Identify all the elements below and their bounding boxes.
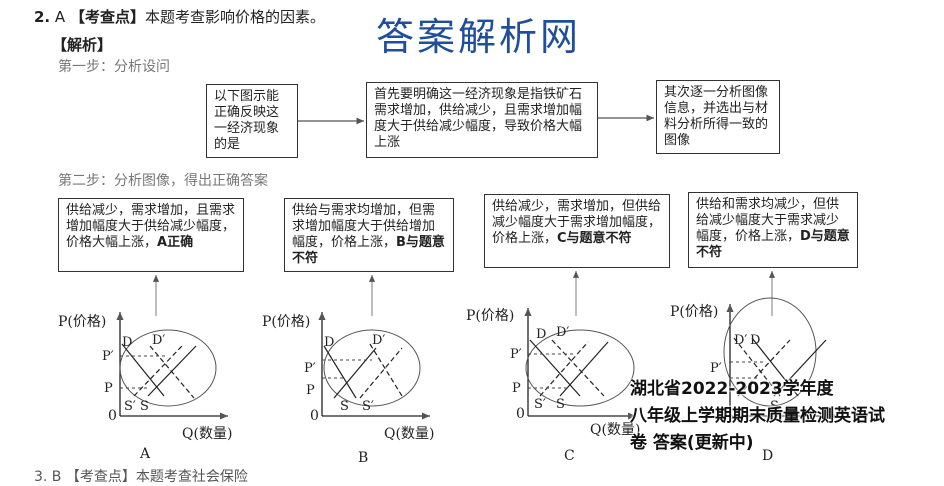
step1-label: 第一步：分析设问 (58, 59, 170, 75)
graph-b-label-d: D (324, 335, 334, 350)
graph-a-label-d-prime: D′ (152, 333, 165, 348)
graph-a-name: A (139, 446, 151, 462)
graph-d-label-p-prime: P′ (710, 361, 722, 376)
step2-label: 第二步：分析图像，得出正确答案 (58, 173, 268, 189)
graph-d: P(价格) 0 D′ D P′ S D (670, 297, 838, 464)
step2-box-c-verdict: C与题意不符 (557, 231, 632, 246)
graph-b-yaxis: P(价格) (262, 314, 310, 330)
overlay-line-3: 卷 答案(更新中) (630, 433, 754, 453)
header-text: 本题考查影响价格的因素。 (144, 8, 325, 26)
step1-box-1: 以下图示能正确反映这一经济现象的是 (206, 84, 298, 158)
graph-d-origin: 0 (718, 406, 727, 422)
step2-box-a: 供给减少，需求增加，且需求增加幅度大于供给减少幅度，价格大幅上涨，A正确 (58, 198, 244, 272)
step1-box-2: 首先要明确这一经济现象是指铁矿石需求增加，供给减少，且需求增加幅度大于供给减少幅… (366, 82, 598, 158)
graph-c-xaxis: Q(数量) (590, 422, 640, 438)
step2-box-d-text: 供给和需求均减少，但供给减少幅度大于需求减少幅度，价格上涨， (696, 197, 840, 244)
graph-d-label-d-prime: D′ (734, 333, 747, 348)
graph-a-label-p: P (104, 381, 113, 396)
watermark: 答案解析网 (376, 15, 582, 59)
graph-c-label-s-prime: S′ (534, 397, 546, 412)
graph-b-name: B (358, 450, 368, 466)
step2-box-b-text: 供给与需求均增加，但需求增加幅度大于供给增加幅度，价格上涨， (292, 203, 436, 250)
analysis-label: 【解析】 (52, 36, 113, 54)
step2-box-b: 供给与需求均增加，但需求增加幅度大于供给增加幅度，价格上涨，B与题意不符 (284, 198, 454, 272)
graph-a-yaxis: P(价格) (58, 314, 106, 330)
overlay-line-1: 湖北省2022-2023学年度 (630, 379, 834, 399)
step2-box-d-verdict: D与题意不符 (696, 229, 850, 260)
step2-box-d: 供给和需求均减少，但供给减少幅度大于需求减少幅度，价格上涨，D与题意不符 (688, 192, 858, 268)
graph-d-label-s: S (770, 399, 779, 414)
graph-d-yaxis: P(价格) (670, 304, 718, 320)
graph-b-label-s-prime: S′ (362, 399, 374, 414)
graph-c: P(价格) Q(数量) 0 D D′ P′ P S′ S C (466, 308, 640, 464)
tag-label: 【考查点】 (69, 8, 145, 26)
graph-b-label-s: S (340, 399, 349, 414)
graph-c-yaxis: P(价格) (466, 308, 514, 324)
graph-c-label-p-prime: P′ (510, 347, 522, 362)
graph-c-origin: 0 (516, 406, 525, 422)
question-answer: A (54, 8, 66, 26)
step2-box-a-text: 供给减少，需求增加，且需求增加幅度大于供给减少幅度，价格大幅上涨， (66, 203, 236, 250)
graph-d-name: D (762, 448, 773, 464)
graph-d-label-d: D (750, 333, 760, 348)
step2-box-a-verdict: A正确 (157, 235, 194, 250)
graph-b-label-p-prime: P′ (304, 361, 316, 376)
graph-b-origin: 0 (310, 408, 319, 424)
graph-a: P(价格) Q(数量) 0 D D′ P′ P S′ S A (58, 312, 232, 462)
graph-b-label-d-prime: D′ (372, 333, 385, 348)
graph-c-name: C (564, 448, 575, 464)
step2-box-b-verdict: B与题意不符 (292, 235, 445, 266)
graph-b-label-p: P (306, 383, 315, 398)
question-header: 2. A 【考查点】本题考查影响价格的因素。 (34, 6, 325, 27)
step2-box-c-text: 供给减少，需求增加，但供给减少幅度大于需求增加幅度，价格上涨， (492, 199, 662, 246)
graph-a-label-s: S (140, 399, 149, 414)
graph-a-label-p-prime: P′ (102, 349, 114, 364)
graph-b: P(价格) Q(数量) 0 D D′ P′ P S S′ B (262, 312, 434, 466)
graph-c-label-p: P (512, 381, 521, 396)
next-question-cut: 3. B 【考查点】本题考查社会保险 (34, 469, 248, 485)
overlay-line-2: 八年级上学期期末质量检测英语试 (630, 406, 885, 426)
graph-a-label-s-prime: S′ (124, 399, 136, 414)
graph-a-label-d: D (122, 335, 132, 350)
step2-box-c: 供给减少，需求增加，但供给减少幅度大于需求增加幅度，价格上涨，C与题意不符 (484, 194, 670, 268)
graph-b-xaxis: Q(数量) (384, 426, 434, 442)
graph-c-label-d-prime: D′ (556, 325, 569, 340)
overlay-caption: 湖北省2022-2023学年度 八年级上学期期末质量检测英语试 卷 答案(更新中… (630, 376, 885, 457)
graph-c-label-s: S (556, 397, 565, 412)
graph-a-origin: 0 (108, 408, 117, 424)
step1-box-3: 其次逐一分析图像信息，并选出与材料分析所得一致的图像 (656, 80, 780, 154)
graph-a-xaxis: Q(数量) (182, 426, 232, 442)
graph-c-label-d: D (536, 327, 546, 342)
question-number: 2. (34, 8, 51, 26)
